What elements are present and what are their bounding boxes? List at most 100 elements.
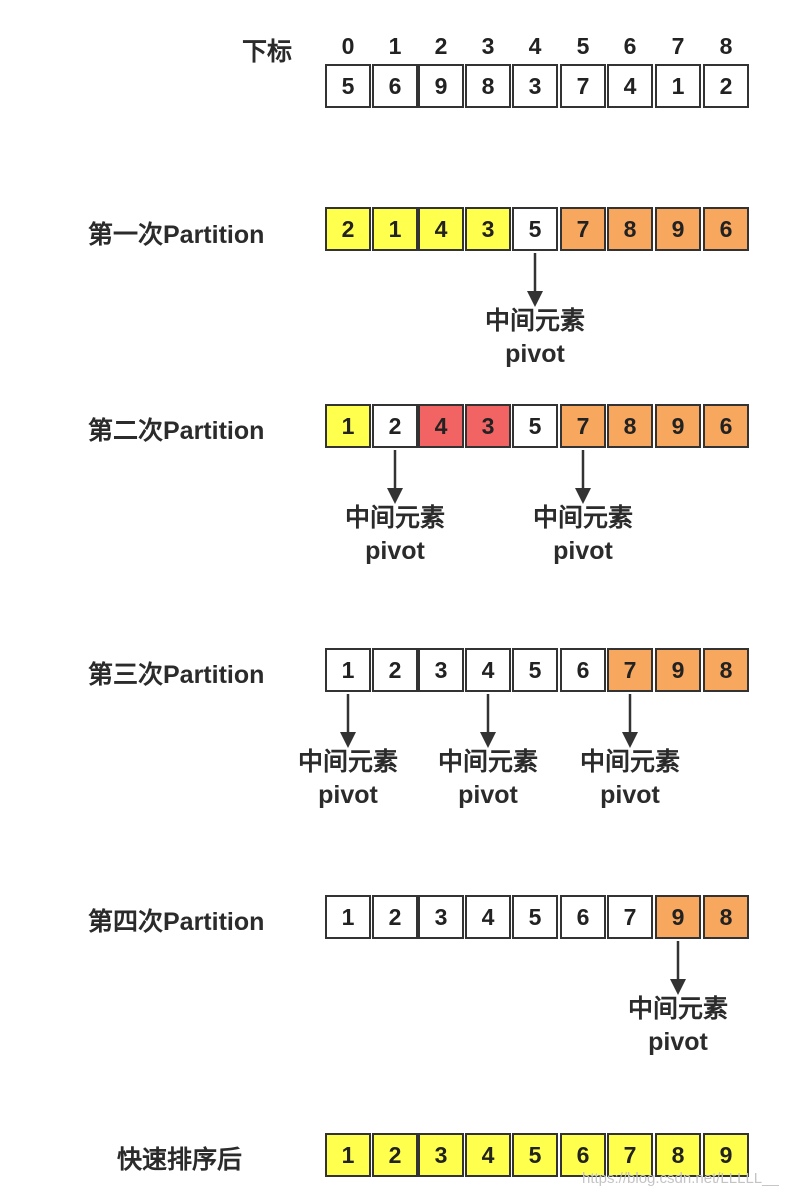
row-label-partition-2: 第二次Partition (88, 417, 265, 445)
initial-array-cell (607, 64, 653, 108)
sorted-array-cell-value: 9 (720, 1142, 733, 1168)
sorted-array-cell-value: 3 (435, 1142, 448, 1168)
partition-3-cell-value: 2 (389, 657, 402, 683)
partition-1-cell-value: 8 (624, 216, 637, 242)
partition-3-cell-value: 7 (624, 657, 637, 683)
sorted-array-cell-value: 1 (342, 1142, 355, 1168)
pivot-arrow-head (622, 732, 638, 748)
partition-4-cell-value: 2 (389, 904, 402, 930)
index-number: 2 (435, 33, 448, 59)
sorted-array-cell-value: 7 (624, 1142, 637, 1168)
partition-1-cell-value: 2 (342, 216, 355, 242)
partition-3-cell (465, 648, 511, 692)
partition-4-cell-value: 8 (720, 904, 733, 930)
index-number: 3 (482, 33, 495, 59)
row-label-partition-1: 第一次Partition (88, 221, 265, 249)
partition-2-cell (607, 404, 653, 448)
partition-1-cell (560, 207, 606, 251)
partition-4-cell (325, 895, 371, 939)
initial-array-cell-value: 7 (577, 73, 590, 99)
partition-1-cell-value: 7 (577, 216, 590, 242)
partition-2-cell-value: 1 (342, 413, 355, 439)
partition-4-cell-value: 1 (342, 904, 355, 930)
partition-2-cell-value: 6 (720, 413, 733, 439)
sorted-array-cell-value: 8 (672, 1142, 685, 1168)
pivot-arrow-head (340, 732, 356, 748)
partition-2-cell (655, 404, 701, 448)
sorted-array-cell (325, 1133, 371, 1177)
sorted-array-cell (372, 1133, 418, 1177)
partition-2-cell-value: 3 (482, 413, 495, 439)
partition-4-cell-value: 3 (435, 904, 448, 930)
partition-1-cell-value: 9 (672, 216, 685, 242)
partition-1-cell-value: 6 (720, 216, 733, 242)
partition-4-cell (465, 895, 511, 939)
partition-3-cell-value: 8 (720, 657, 733, 683)
partition-3-cell (418, 648, 464, 692)
pivot-arrow-head (575, 488, 591, 504)
partition-3-cell-value: 5 (529, 657, 542, 683)
pivot-label-line2: pivot (600, 781, 660, 809)
partition-2-cell-value: 9 (672, 413, 685, 439)
partition-3-cell-value: 4 (482, 657, 495, 683)
partition-3-cell (325, 648, 371, 692)
partition-3-cell (703, 648, 749, 692)
partition-1-cell (325, 207, 371, 251)
sorted-array-cell (465, 1133, 511, 1177)
sorted-array-cell (607, 1133, 653, 1177)
partition-1-cell-value: 4 (435, 216, 448, 242)
pivot-arrow-head (670, 979, 686, 995)
partition-4-cell (703, 895, 749, 939)
initial-array-cell-value: 3 (529, 73, 542, 99)
partition-1-cell (512, 207, 558, 251)
partition-2-cell (465, 404, 511, 448)
partition-4-cell (512, 895, 558, 939)
partition-2-cell (418, 404, 464, 448)
index-number: 7 (672, 33, 685, 59)
partition-4-cell (372, 895, 418, 939)
initial-array-cell (325, 64, 371, 108)
watermark: https://blog.csdn.net/LLLLL__ (582, 1170, 779, 1187)
partition-4-cell-value: 7 (624, 904, 637, 930)
row-label-sorted: 快速排序后 (117, 1146, 243, 1174)
partition-3-cell (607, 648, 653, 692)
index-number: 4 (529, 33, 542, 59)
initial-array-cell (372, 64, 418, 108)
partition-3-cell (560, 648, 606, 692)
partition-3-cell (655, 648, 701, 692)
sorted-array-cell (655, 1133, 701, 1177)
initial-array-cell (465, 64, 511, 108)
partition-4-cell (607, 895, 653, 939)
partition-2-cell-value: 2 (389, 413, 402, 439)
pivot-label-line2: pivot (648, 1028, 708, 1056)
partition-3-cell-value: 1 (342, 657, 355, 683)
pivot-label-line1: 中间元素 (345, 504, 445, 532)
partition-4-cell-value: 9 (672, 904, 685, 930)
partition-1-cell (703, 207, 749, 251)
pivot-arrow-head (480, 732, 496, 748)
partition-3-cell-value: 6 (577, 657, 590, 683)
initial-array-cell-value: 5 (342, 73, 355, 99)
partition-1-cell-value: 1 (389, 216, 402, 242)
partition-4-cell-value: 4 (482, 904, 495, 930)
sorted-array-cell-value: 5 (529, 1142, 542, 1168)
partition-2-cell (560, 404, 606, 448)
initial-array-cell-value: 9 (435, 73, 448, 99)
index-header-label: 下标 (242, 38, 293, 66)
partition-1-cell (418, 207, 464, 251)
pivot-label-line2: pivot (505, 340, 565, 368)
partition-2-cell (372, 404, 418, 448)
initial-array-cell-value: 4 (624, 73, 637, 99)
partition-4-cell (560, 895, 606, 939)
pivot-label-line1: 中间元素 (438, 748, 538, 776)
sorted-array-cell (512, 1133, 558, 1177)
initial-array-cell-value: 1 (672, 73, 685, 99)
initial-array-cell-value: 2 (720, 73, 733, 99)
pivot-label-line2: pivot (365, 537, 425, 565)
partition-3-cell-value: 3 (435, 657, 448, 683)
index-number: 1 (389, 33, 402, 59)
sorted-array-cell-value: 6 (577, 1142, 590, 1168)
pivot-label-line1: 中间元素 (628, 995, 728, 1023)
sorted-array-cell (560, 1133, 606, 1177)
partition-1-cell-value: 3 (482, 216, 495, 242)
